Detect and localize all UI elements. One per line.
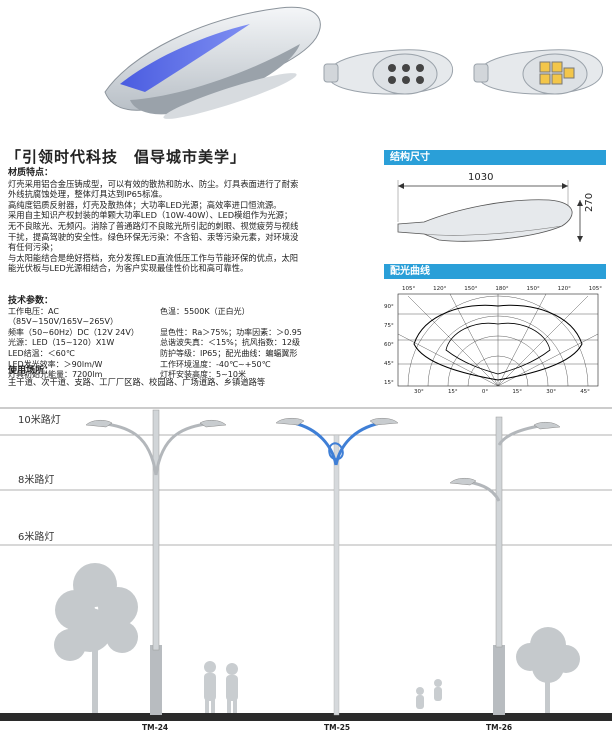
tech-row: 灯具初始光能量：7200lm 灯杆安装高度：5~10米 <box>8 370 368 381</box>
material-line: 高纯度铝质反射器，灯壳及散热体；大功率LED光源；高效率进口恒流源。 <box>8 199 282 210</box>
polar-label: 30° <box>546 389 556 395</box>
height-label-10m: 10米路灯 <box>18 415 61 426</box>
tech-row: 频率（50~60Hz）DC（12V 24V） 显色性：Ra＞75%；功率因素：＞0… <box>8 328 368 339</box>
material-line: 外线抗腐蚀处理，整体灯具达到IP65标准。 <box>8 189 168 200</box>
polar-label: 45° <box>384 361 394 367</box>
polar-top-labels: 105° 120° 150° 180° 150° 120° 105° <box>402 286 602 292</box>
polar-label: 90° <box>384 304 394 310</box>
material-line: 干扰，提高驾驶的安全性。绿色环保无污染：不含铅、汞等污染元素，对环境没 <box>8 231 299 242</box>
polar-label: 15° <box>512 389 523 395</box>
tech-row: LED发光效率：＞90lm/W 工作环境温度：-40℃~+50℃ <box>8 360 368 371</box>
model-caption-tm26: TM-26 <box>486 723 513 732</box>
material-section: 材质特点： 灯壳采用铝合金压铸成型，可以有效的散热和防水、防尘。灯具表面进行了耐… <box>8 168 368 274</box>
tech-param: 频率（50~60Hz）DC（12V 24V） <box>8 327 139 337</box>
lamp-main-render <box>90 0 330 135</box>
tech-row: LED结温：＜60℃ 防护等级：IP65；配光曲线：蝙蝠翼形 <box>8 349 368 360</box>
polar-light-curve: 105° 120° 150° 180° 150° 120° 105° 90° 7… <box>384 284 608 400</box>
polar-label: 120° <box>557 286 571 292</box>
slogan-heading: 「引领时代科技 倡导城市美学」 <box>6 148 247 166</box>
material-line: 能光伏板与LED光源相结合，为客户实现最佳性价比和高可靠性。 <box>8 263 249 274</box>
tech-params-section: 技术参数： 工作电压：AC（85V~150V/165V~265V） 色温：5500… <box>8 296 368 381</box>
height-label-6m: 6米路灯 <box>18 532 55 543</box>
tech-param: 总谐波失真：＜15%；抗风指数：12级 <box>160 338 300 348</box>
dim-length: 1030 <box>468 172 494 183</box>
model-caption-tm25: TM-25 <box>324 723 351 732</box>
polar-label: 180° <box>495 286 509 292</box>
tech-row: 工作电压：AC（85V~150V/165V~265V） 色温：5500K（正白光） <box>8 307 368 328</box>
usage-section: 使用场所： 主干道、次干道、支路、工厂厂区路、校园路、广场道路、乡镇道路等 <box>8 366 368 387</box>
usage-text: 主干道、次干道、支路、工厂厂区路、校园路、广场道路、乡镇道路等 <box>8 376 266 387</box>
polar-label: 105° <box>588 286 602 292</box>
tech-param: LED发光效率：＞90lm/W <box>8 359 103 369</box>
lamp-view-module <box>470 40 610 100</box>
tech-title: 技术参数： <box>8 296 54 306</box>
polar-label: 15° <box>447 389 458 395</box>
tech-param: 光源：LED（15~120）X1W <box>8 338 115 348</box>
tech-row: 光源：LED（15~120）X1W 总谐波失真：＜15%；抗风指数：12级 <box>8 338 368 349</box>
polar-left-labels: 90° 75° 60° 45° 15° <box>384 298 394 393</box>
polar-label: 105° <box>402 286 416 292</box>
polar-label: 45° <box>580 389 590 395</box>
material-line: 有任何污染； <box>8 242 58 253</box>
tech-param: 灯具初始光能量：7200lm <box>8 370 103 380</box>
polar-label: 120° <box>433 286 447 292</box>
height-label-8m: 8米路灯 <box>18 475 55 486</box>
material-title: 材质特点： <box>8 168 54 178</box>
structure-drawing: 1030 270 <box>384 172 608 254</box>
polar-label: 150° <box>526 286 540 292</box>
tech-param: 色温：5500K（正白光） <box>160 306 250 316</box>
polar-label: 75° <box>384 323 394 329</box>
material-line: 与太阳能结合是绝好搭档，充分发挥LED直流低压工作与节能环保的优点，太阳 <box>8 252 299 263</box>
polar-label: 15° <box>384 380 394 386</box>
tech-param: 工作电压：AC（85V~150V/165V~265V） <box>8 306 118 327</box>
tech-param: LED结温：＜60℃ <box>8 348 75 358</box>
tech-param: 灯杆安装高度：5~10米 <box>160 370 246 380</box>
polar-label: 60° <box>384 342 394 348</box>
polar-label: 150° <box>464 286 478 292</box>
material-line: 采用自主知识产权封装的单颗大功率LED（10W-40W）、LED模组作为光源； <box>8 210 293 221</box>
poles-illustration: 10米路灯 8米路灯 6米路灯 TM-24 TM-25 TM-26 <box>0 405 612 742</box>
structure-title-bar: 结构尺寸 <box>384 150 606 165</box>
material-line: 无不良眩光、无频闪。消除了普通路灯不良眩光所引起的刺眼、视觉疲劳与视线 <box>8 220 299 231</box>
material-line: 灯壳采用铝合金压铸成型，可以有效的散热和防水、防尘。灯具表面进行了耐索 <box>8 178 299 189</box>
model-caption-tm24: TM-24 <box>142 723 169 732</box>
tech-param: 防护等级：IP65；配光曲线：蝙蝠翼形 <box>160 348 298 358</box>
usage-title: 使用场所： <box>8 366 54 376</box>
polar-label: 30° <box>414 389 424 395</box>
polar-bottom-labels: 30° 15° 0° 15° 30° 45° <box>414 389 590 395</box>
polar-label: 0° <box>481 389 489 395</box>
lamp-view-front <box>320 40 460 100</box>
tech-param: 工作环境温度：-40℃~+50℃ <box>160 359 271 369</box>
dim-height: 270 <box>584 192 595 212</box>
light-curve-title-bar: 配光曲线 <box>384 264 606 279</box>
tech-param: 显色性：Ra＞75%；功率因素：＞0.95 <box>160 327 302 337</box>
